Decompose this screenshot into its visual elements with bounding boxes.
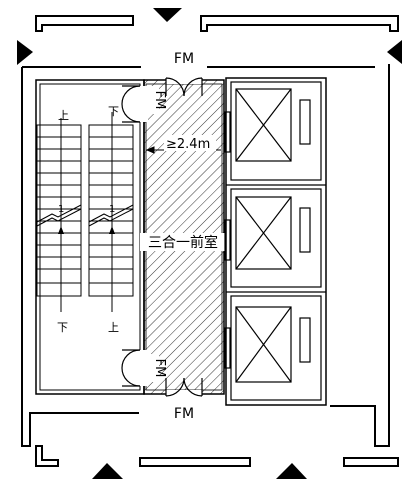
width-note: ≥2.4m	[166, 137, 210, 152]
elevator-car-3	[224, 295, 322, 401]
outer-walls	[21, 15, 399, 467]
fm-label-bottom: FM	[174, 406, 194, 422]
elevator-bank	[225, 77, 327, 406]
fm-label-left-bottom: FM	[152, 359, 167, 378]
fm-label-top: FM	[174, 51, 194, 67]
room-name: 三合一前室	[148, 234, 218, 251]
arrow-up-bottom-right	[276, 463, 307, 479]
direction-arrows	[17, 8, 402, 479]
arrow-right-edge	[387, 40, 402, 64]
stair-up-label-1: 上	[58, 109, 69, 122]
stair-room	[35, 79, 145, 395]
elevator-car-2	[224, 188, 322, 288]
stair-up-label-2: 上	[108, 321, 119, 334]
elevator-car-1	[224, 81, 322, 181]
stair-flights	[36, 112, 134, 312]
stair-down-label-2: 下	[57, 321, 68, 334]
stair-arrowheads	[58, 226, 115, 234]
arrow-up-bottom-left	[92, 463, 123, 479]
arrow-down-top	[153, 8, 182, 22]
stair-mark-1: 1	[58, 204, 64, 215]
doors	[121, 74, 203, 400]
stair-mark-2: 1	[109, 204, 115, 215]
fm-label-left-top: FM	[152, 91, 167, 110]
stair-down-label-1: 下	[108, 105, 119, 118]
arrow-left-edge	[17, 40, 33, 65]
